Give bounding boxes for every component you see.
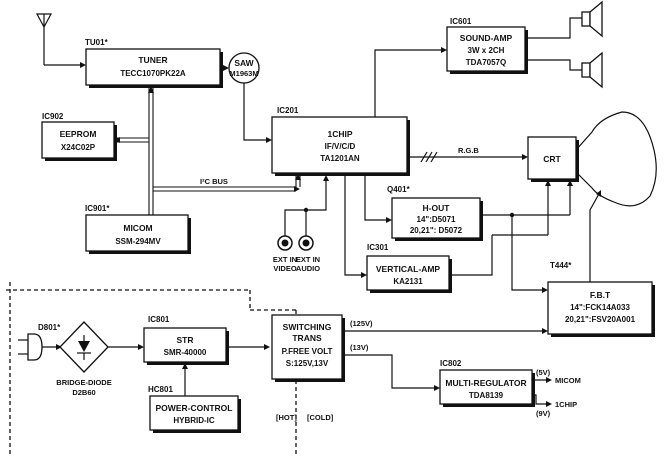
hout-part2: 20,21": D5072 xyxy=(410,226,463,235)
hot-label: [HOT] xyxy=(276,413,297,422)
sound-ref: IC601 xyxy=(450,17,472,26)
cold-label: [COLD] xyxy=(307,413,334,422)
switching-trans-block: SWITCHING TRANS P.FREE VOLT S:125V,13V xyxy=(271,314,345,382)
v125-label: (125V) xyxy=(350,319,373,328)
fbt-name: F.B.T xyxy=(590,290,611,300)
multi-regulator-block: IC802 MULTI-REGULATOR TDA8139 xyxy=(439,359,535,407)
fbt-block: T444* F.B.T 14":FCK14A033 20,21":FSV20A0… xyxy=(547,190,655,337)
sound-part: TDA7057Q xyxy=(466,58,506,67)
vertical-drive-path xyxy=(344,173,367,278)
micom-block: IC901* MICOM SSM-294MV xyxy=(85,200,191,254)
v5-label: (5V) xyxy=(536,368,551,377)
eeprom-part: X24C02P xyxy=(61,143,96,152)
vertical-amp-block: IC301 VERTICAL-AMP KA2131 xyxy=(366,180,551,293)
tuner-part: TECC1070PK22A xyxy=(120,69,186,78)
eeprom-block: IC902 EEPROM X24C02P xyxy=(41,112,117,161)
crt-name: CRT xyxy=(543,154,561,164)
power-part: HYBRID-IC xyxy=(173,416,215,425)
power-name: POWER-CONTROL xyxy=(156,403,233,413)
power-control-block: HC801 POWER-CONTROL HYBRID-IC xyxy=(148,363,241,433)
out-1chip-label: 1CHIP xyxy=(555,400,577,409)
h-out-block: Q401* H-OUT 14":D5071 20,21": D5072 xyxy=(387,185,483,241)
multireg-part: TDA8139 xyxy=(469,391,504,400)
str-block: IC801 STR SMR-40000 xyxy=(143,315,270,365)
tuner-block: TU01* TUNER TECC1070PK22A xyxy=(85,38,223,88)
out-micom-label: MICOM xyxy=(555,376,581,385)
power-ref: HC801 xyxy=(148,385,173,394)
sound-amp-block: IC601 SOUND-AMP 3W x 2CH TDA7057Q xyxy=(446,17,528,74)
hout-ref: Q401* xyxy=(387,185,411,194)
i2c-bus: I²C BUS xyxy=(114,86,301,200)
saw-filter: SAW M1963M xyxy=(220,52,272,143)
chip-name: 1CHIP xyxy=(327,129,352,139)
antenna-icon xyxy=(35,13,86,68)
smps-line1: SWITCHING xyxy=(283,322,332,332)
diode-name: BRIDGE-DIODE xyxy=(56,378,111,387)
tuner-ref: TU01* xyxy=(85,38,109,47)
supply-13v-line: (13V) xyxy=(342,343,440,391)
fbt-part2: 20,21":FSV20A001 xyxy=(565,315,636,324)
ext-video-label-1: EXT IN xyxy=(273,255,297,264)
saw-name: SAW xyxy=(234,58,254,68)
tuner-name: TUNER xyxy=(138,55,167,65)
v9-label: (9V) xyxy=(536,409,551,418)
ext-in-video-jack: EXT IN VIDEO xyxy=(273,209,306,273)
micom-ref: IC901* xyxy=(85,204,110,213)
ext-audio-label-2: AUDIO xyxy=(296,264,320,273)
multireg-ref: IC802 xyxy=(440,359,462,368)
chip-func: IF/V/C/D xyxy=(325,142,356,151)
rgb-label: R.G.B xyxy=(458,146,479,155)
str-part: SMR-40000 xyxy=(164,348,207,357)
isolation-boundary xyxy=(6,282,297,455)
smps-line4: S:125V,13V xyxy=(286,359,329,368)
str-ref: IC801 xyxy=(148,315,170,324)
ext-video-label-2: VIDEO xyxy=(273,264,297,273)
ac-plug-icon: D801* xyxy=(18,323,62,361)
fbt-part1: 14":FCK14A033 xyxy=(570,303,630,312)
micom-part: SSM-294MV xyxy=(115,237,161,246)
ext-audio-label-1: EXT IN xyxy=(296,255,320,264)
smps-line3: P.FREE VOLT xyxy=(282,347,333,356)
speaker-icon xyxy=(525,0,603,39)
sound-spec: 3W x 2CH xyxy=(468,46,505,55)
eeprom-ref: IC902 xyxy=(42,112,64,121)
v13-label: (13V) xyxy=(350,343,369,352)
vert-ref: IC301 xyxy=(367,243,389,252)
horizontal-drive-path xyxy=(364,173,392,223)
hout-part1: 14":D5071 xyxy=(417,215,456,224)
smps-line2: TRANS xyxy=(292,333,322,343)
diode-part: D2B60 xyxy=(72,388,95,397)
crt-block: CRT xyxy=(527,111,657,207)
eeprom-name: EEPROM xyxy=(60,129,97,139)
one-chip-block: IC201 1CHIP IF/V/C/D TA1201AN xyxy=(271,106,410,176)
fbt-ref: T444* xyxy=(550,261,572,270)
bridge-diode-icon: BRIDGE-DIODE D2B60 xyxy=(56,321,144,397)
multireg-name: MULTI-REGULATOR xyxy=(445,378,526,388)
h-out-connections xyxy=(480,180,573,293)
chip-part: TA1201AN xyxy=(320,154,360,163)
micom-name: MICOM xyxy=(123,223,152,233)
vert-name: VERTICAL-AMP xyxy=(376,264,441,274)
regulator-outputs: (5V) MICOM (9V) 1CHIP xyxy=(531,368,581,418)
diode-ref: D801* xyxy=(38,323,61,332)
chip-ref: IC201 xyxy=(277,106,299,115)
str-name: STR xyxy=(177,335,194,345)
rgb-line: R.G.B xyxy=(407,146,528,163)
hout-name: H-OUT xyxy=(423,203,451,213)
saw-part: M1963M xyxy=(229,69,258,78)
audio-path xyxy=(374,47,447,117)
sound-name: SOUND-AMP xyxy=(460,33,513,43)
ext-in-audio-jack: EXT IN AUDIO xyxy=(296,175,329,273)
vert-part: KA2131 xyxy=(393,277,423,286)
i2c-label: I²C BUS xyxy=(200,177,228,186)
speaker-icon xyxy=(525,51,603,89)
supply-125v-line: (125V) xyxy=(342,319,548,334)
